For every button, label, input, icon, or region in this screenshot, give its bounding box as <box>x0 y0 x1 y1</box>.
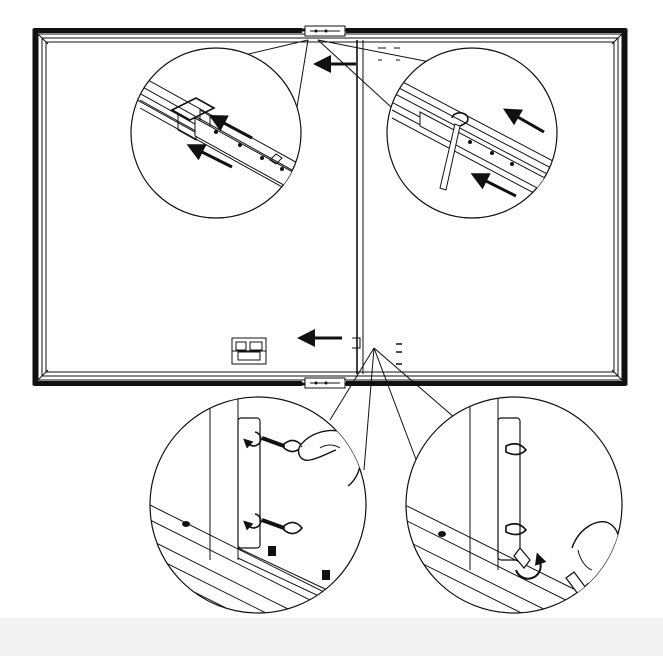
callout-thumb-screw-insert <box>149 396 367 614</box>
bottom-band <box>0 618 663 656</box>
callout-thumb-screw-tighten <box>405 396 623 614</box>
frame <box>32 25 628 389</box>
bracket-icon <box>231 337 267 365</box>
thumb-screw-icon <box>243 513 304 535</box>
callout-hex-key <box>386 47 558 219</box>
hand-icon <box>297 429 362 487</box>
callout-joint-connector <box>130 47 302 219</box>
leader-lines-bottom <box>329 347 456 471</box>
